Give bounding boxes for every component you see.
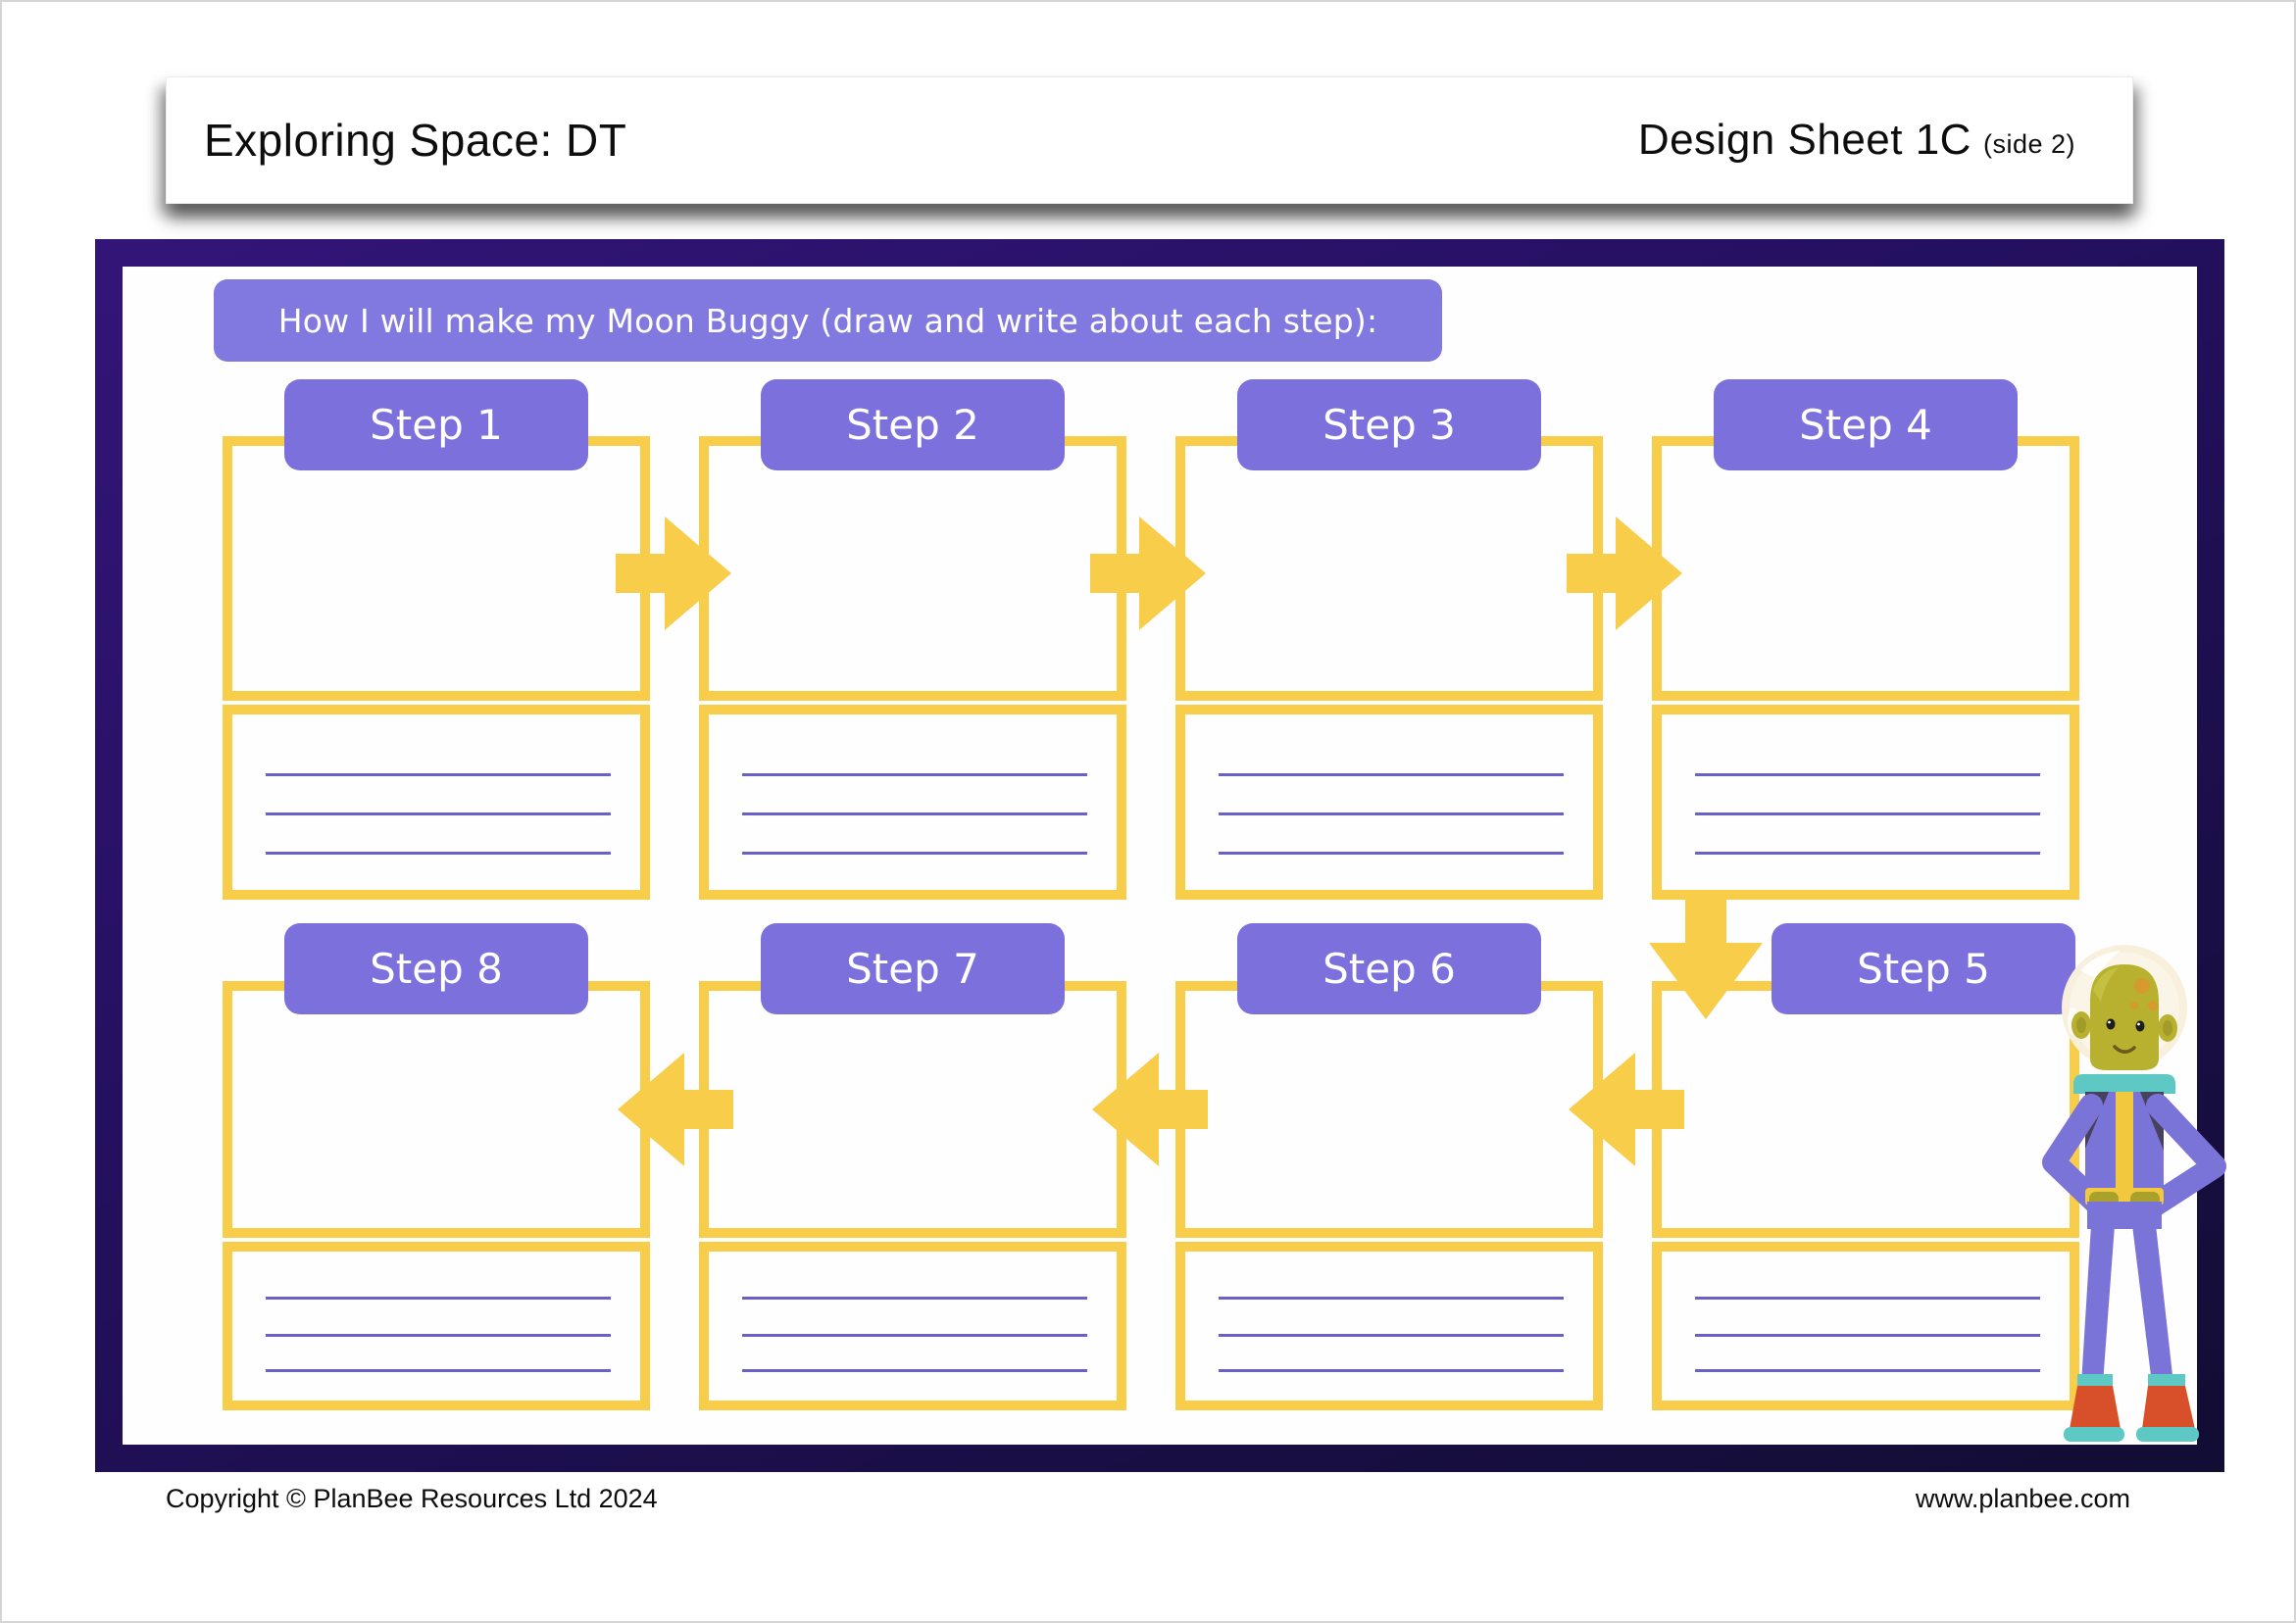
- writing-line: [266, 1334, 611, 1337]
- writing-line: [742, 852, 1087, 855]
- drawing-area[interactable]: [699, 981, 1126, 1238]
- drawing-area[interactable]: [1175, 436, 1603, 701]
- sheet-side-note: (side 2): [1982, 128, 2075, 159]
- arrow-left-icon: [1092, 1053, 1208, 1166]
- writing-line: [266, 1369, 611, 1372]
- footer-website: www.planbee.com: [1915, 1484, 2130, 1513]
- writing-line: [1695, 812, 2040, 815]
- writing-area[interactable]: [1175, 705, 1603, 900]
- arrow-left-icon: [1569, 1053, 1684, 1166]
- arrow-down-icon: [1649, 892, 1763, 1019]
- step-label: Step 4: [1714, 379, 2018, 470]
- step-label-text: Step 5: [1857, 945, 1990, 993]
- step-panel-6: Step 6: [1175, 923, 1603, 1410]
- step-label: Step 5: [1772, 923, 2075, 1014]
- drawing-area[interactable]: [699, 436, 1126, 701]
- step-label-text: Step 1: [370, 401, 503, 449]
- writing-line: [266, 812, 611, 815]
- page-title: Exploring Space: DT: [204, 115, 627, 166]
- writing-area[interactable]: [699, 1242, 1126, 1410]
- step-label: Step 8: [284, 923, 588, 1014]
- drawing-area[interactable]: [1652, 981, 2079, 1238]
- arrow-right-icon: [1567, 516, 1682, 630]
- step-label-text: Step 3: [1323, 401, 1456, 449]
- step-label: Step 1: [284, 379, 588, 470]
- instruction-text: How I will make my Moon Buggy (draw and …: [277, 301, 1378, 340]
- writing-line: [1695, 1334, 2040, 1337]
- step-panel-7: Step 7: [699, 923, 1126, 1410]
- writing-line: [1219, 1369, 1564, 1372]
- arrow-right-icon: [1090, 516, 1206, 630]
- writing-area[interactable]: [223, 705, 650, 900]
- writing-line: [1219, 852, 1564, 855]
- writing-line: [1695, 852, 2040, 855]
- instruction-banner: How I will make my Moon Buggy (draw and …: [214, 279, 1442, 362]
- drawing-area[interactable]: [1175, 981, 1603, 1238]
- writing-line: [266, 852, 611, 855]
- step-panel-1: Step 1: [223, 379, 650, 900]
- writing-line: [1695, 1297, 2040, 1300]
- writing-line: [1219, 812, 1564, 815]
- writing-area[interactable]: [1652, 705, 2079, 900]
- sheet-title-main: Design Sheet 1C: [1637, 116, 1972, 164]
- drawing-area[interactable]: [223, 981, 650, 1238]
- footer-copyright: Copyright © PlanBee Resources Ltd 2024: [166, 1484, 658, 1513]
- step-label: Step 6: [1237, 923, 1541, 1014]
- arrow-right-icon: [616, 516, 731, 630]
- step-panel-3: Step 3: [1175, 379, 1603, 900]
- writing-line: [1219, 1334, 1564, 1337]
- drawing-area[interactable]: [1652, 436, 2079, 701]
- writing-line: [266, 1297, 611, 1300]
- writing-area[interactable]: [699, 705, 1126, 900]
- writing-area[interactable]: [1175, 1242, 1603, 1410]
- step-panel-5: Step 5: [1652, 923, 2079, 1410]
- writing-line: [1695, 1369, 2040, 1372]
- step-label: Step 2: [761, 379, 1065, 470]
- writing-line: [266, 773, 611, 776]
- writing-line: [742, 812, 1087, 815]
- writing-line: [1219, 1297, 1564, 1300]
- step-panel-4: Step 4: [1652, 379, 2079, 900]
- sheet-title: Design Sheet 1C (side 2): [1638, 77, 2075, 203]
- step-label: Step 3: [1237, 379, 1541, 470]
- step-label: Step 7: [761, 923, 1065, 1014]
- writing-line: [742, 1297, 1087, 1300]
- drawing-area[interactable]: [223, 436, 650, 701]
- step-label-text: Step 4: [1799, 401, 1932, 449]
- step-panel-8: Step 8: [223, 923, 650, 1410]
- writing-line: [1219, 773, 1564, 776]
- step-panel-2: Step 2: [699, 379, 1126, 900]
- header-card: Exploring Space: DT Design Sheet 1C (sid…: [166, 76, 2133, 204]
- step-label-text: Step 2: [846, 401, 979, 449]
- writing-area[interactable]: [1652, 1242, 2079, 1410]
- step-label-text: Step 7: [846, 945, 979, 993]
- writing-area[interactable]: [223, 1242, 650, 1410]
- writing-line: [742, 773, 1087, 776]
- step-label-text: Step 6: [1323, 945, 1456, 993]
- alien-astronaut: [2042, 945, 2226, 1442]
- arrow-left-icon: [618, 1053, 733, 1166]
- writing-line: [742, 1334, 1087, 1337]
- writing-line: [742, 1369, 1087, 1372]
- step-label-text: Step 8: [370, 945, 503, 993]
- writing-line: [1695, 773, 2040, 776]
